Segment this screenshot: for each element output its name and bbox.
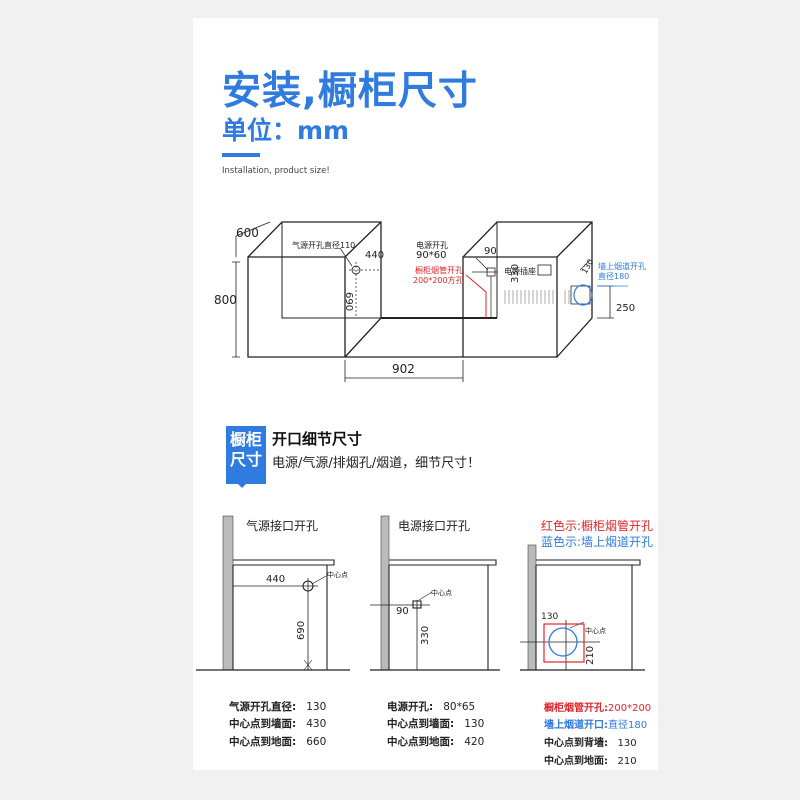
panel-flue-title-blue: 蓝色示:墙上烟道开孔: [541, 535, 654, 549]
panel-power-title: 电源接口开孔: [398, 519, 471, 533]
panel-flue-center-label: 中心点: [585, 627, 606, 635]
panel-gas: [196, 515, 350, 671]
spec-label: 橱柜烟管开孔:: [544, 703, 608, 714]
title-accent-bar: [222, 153, 260, 157]
dim-902: 902: [392, 362, 415, 376]
panel-gas-spec-1: 气源开孔直径: 130: [229, 699, 326, 714]
spec-label: 中心点到地面:: [544, 756, 608, 767]
panel-flue-dim-h: 130: [541, 612, 559, 622]
panel-gas-dim-h: 440: [266, 574, 286, 585]
spec-value: 210: [617, 756, 637, 767]
panel-flue-dim-v: 210: [585, 645, 596, 665]
panel-power-center-label: 中心点: [431, 589, 452, 597]
spec-label: 中心点到地面:: [387, 736, 455, 748]
spec-value: 660: [306, 736, 327, 748]
content-card: [193, 18, 658, 770]
panel-power-dim-h: 90: [396, 606, 409, 617]
panel-power-spec-3: 中心点到地面: 420: [387, 734, 484, 749]
panel-gas-spec-3: 中心点到地面: 660: [229, 734, 326, 749]
dim-440: 440: [365, 250, 385, 261]
section-title: 开口细节尺寸: [272, 430, 363, 448]
spec-value: 直径180: [608, 720, 648, 731]
section-badge: 橱柜 尺寸: [226, 426, 266, 484]
panel-flue: [520, 544, 645, 671]
spec-value: 200*200: [608, 703, 652, 714]
panel-power-dim-v: 330: [420, 625, 431, 645]
dim-90: 90: [484, 246, 497, 257]
spec-label: 中心点到墙面:: [229, 718, 297, 730]
panel-flue-spec-4: 中心点到地面: 210: [544, 752, 637, 767]
badge-line-1: 橱柜: [229, 430, 262, 449]
page-title: 安装,橱柜尺寸: [222, 69, 478, 114]
panel-power-spec-1: 电源开孔: 80*65: [387, 699, 475, 714]
socket-label: 电源插座: [504, 267, 536, 276]
cabinet-pipe-size: 200*200方孔: [413, 276, 464, 285]
panel-gas-dim-v: 690: [296, 620, 307, 640]
panel-gas-center-label: 中心点: [327, 571, 348, 579]
dim-600: 600: [236, 226, 259, 240]
spec-value: 130: [306, 701, 327, 713]
spec-value: 130: [617, 738, 637, 749]
dim-250: 250: [616, 303, 636, 314]
dim-800: 800: [214, 293, 237, 307]
cabinet-pipe-label: 橱柜烟管开孔: [415, 266, 463, 275]
wall-flue-size: 直径180: [598, 272, 630, 281]
badge-line-2: 尺寸: [229, 450, 262, 469]
spec-value: 420: [464, 736, 485, 748]
panel-flue-spec-2: 墙上烟道开口:直径180: [544, 716, 647, 731]
spec-label: 电源开孔:: [387, 701, 434, 713]
page-subtitle: Installation, product size!: [222, 166, 330, 176]
panel-power: [370, 515, 500, 671]
power-hole-label: 电源开孔: [416, 241, 448, 250]
spec-label: 墙上烟道开口:: [544, 720, 608, 731]
spec-value: 130: [464, 718, 485, 730]
spec-label: 中心点到背墙:: [544, 738, 608, 749]
gas-hole-label: 气源开孔直径110: [292, 241, 356, 250]
spec-value: 430: [306, 718, 327, 730]
panel-power-spec-2: 中心点到墙面: 130: [387, 716, 484, 731]
section-subtitle: 电源/气源/排烟孔/烟道，细节尺寸！: [272, 456, 481, 471]
spec-value: 80*65: [443, 701, 476, 713]
panel-gas-title: 气源接口开孔: [246, 519, 319, 533]
spec-label: 中心点到墙面:: [387, 718, 455, 730]
panel-flue-spec-3: 中心点到背墙: 130: [544, 734, 637, 749]
panel-gas-spec-2: 中心点到墙面: 430: [229, 716, 326, 731]
panel-flue-title-red: 红色示:橱柜烟管开孔: [541, 519, 654, 533]
spec-label: 气源开孔直径:: [229, 701, 297, 713]
unit-label: 单位：mm: [222, 116, 350, 145]
power-hole-size: 90*60: [416, 250, 447, 261]
wall-flue-label: 墙上烟道开孔: [598, 262, 646, 271]
panel-flue-spec-1: 橱柜烟管开孔:200*200: [544, 699, 651, 714]
spec-label: 中心点到地面:: [229, 736, 297, 748]
badge-tail: [232, 478, 252, 488]
